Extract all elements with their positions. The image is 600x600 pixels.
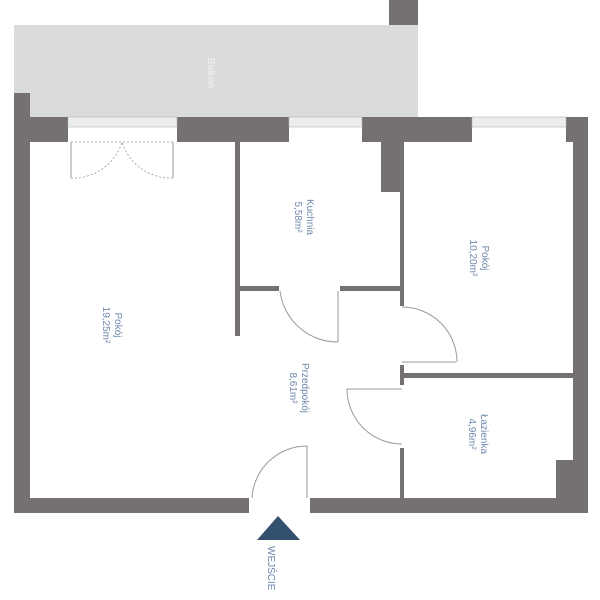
svg-text:8,61m²: 8,61m²: [287, 372, 298, 404]
entrance-door[interactable]: [251, 445, 308, 499]
svg-text:Kuchnia: Kuchnia: [304, 199, 315, 236]
kitchen-door[interactable]: [279, 290, 339, 343]
room-kitchen: Kuchnia 5,58m²: [292, 199, 315, 236]
room-bedroom: Pokój 10,20m²: [467, 240, 490, 277]
entrance-label: WEJŚCIE: [265, 546, 278, 591]
balcony-pillar: [389, 0, 418, 25]
svg-text:Pokój: Pokój: [112, 312, 123, 337]
balcony-area: [14, 25, 418, 117]
room-bathroom: Łazienka 4,96m²: [466, 414, 489, 454]
walls: [14, 93, 588, 513]
balcony-label: Balkon: [205, 58, 216, 89]
svg-text:19,25m²: 19,25m²: [100, 307, 111, 344]
room-hallway: Przedpokój 8,61m²: [287, 363, 310, 413]
svg-text:4,96m²: 4,96m²: [466, 418, 477, 450]
svg-text:Przedpokój: Przedpokój: [299, 363, 310, 413]
entrance-arrow-icon: [257, 516, 300, 540]
svg-text:5,58m²: 5,58m²: [292, 201, 303, 233]
windows: [67, 116, 567, 128]
room-living: Pokój 19,25m²: [100, 307, 123, 344]
room-door[interactable]: [401, 306, 458, 363]
bathroom-door[interactable]: [346, 388, 403, 445]
svg-text:10,20m²: 10,20m²: [467, 240, 478, 277]
svg-text:Łazienka: Łazienka: [478, 414, 489, 454]
balcony-door[interactable]: [70, 141, 174, 179]
svg-text:Pokój: Pokój: [479, 245, 490, 270]
